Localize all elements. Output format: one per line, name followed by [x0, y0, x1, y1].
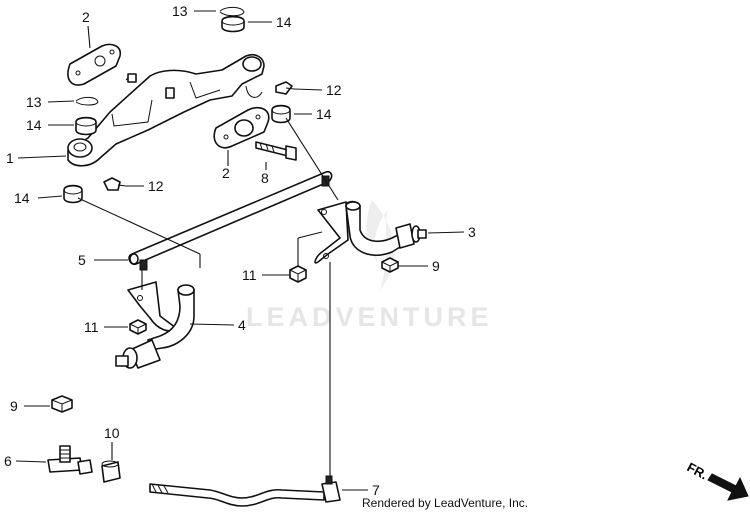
callout-5: 5 [78, 252, 86, 268]
part-9-right-nut[interactable] [381, 257, 399, 273]
part-13-top-clip[interactable] [219, 6, 245, 17]
render-credit: Rendered by LeadVenture, Inc. [362, 496, 529, 510]
callout-12-upper: 12 [326, 82, 342, 98]
front-arrow-icon [707, 473, 749, 501]
part-14-lower-bushing[interactable] [63, 184, 83, 204]
callout-12-lower: 12 [148, 178, 164, 194]
callout-14-right: 14 [316, 106, 332, 122]
callout-11-left: 11 [84, 319, 99, 335]
callout-14-lower: 14 [14, 190, 30, 206]
callout-13-top: 13 [172, 3, 188, 19]
front-direction-indicator: FR. [685, 459, 749, 501]
part-6-joint[interactable] [47, 445, 93, 475]
part-10-collar[interactable] [101, 460, 121, 483]
callout-3: 3 [468, 224, 476, 240]
part-3-right-elbow-arm[interactable] [314, 200, 427, 264]
watermark-logo: LEADVENTURE [246, 200, 493, 332]
part-7-shift-rod[interactable] [149, 475, 341, 507]
part-2-top-plate[interactable] [67, 43, 122, 86]
part-12-upper-bolt[interactable] [275, 81, 295, 95]
callout-14-top: 14 [276, 14, 292, 30]
callout-13-left: 13 [26, 94, 42, 110]
part-13-left-clip[interactable] [75, 96, 99, 106]
part-14-right-bushing[interactable] [271, 104, 291, 124]
part-4-left-elbow-arm[interactable] [115, 281, 195, 369]
part-9-lower-nut[interactable] [51, 395, 73, 413]
part-1-shift-bracket[interactable] [67, 53, 265, 167]
callout-8: 8 [261, 170, 269, 186]
front-direction-label: FR. [685, 459, 711, 482]
watermark-text: LEADVENTURE [246, 302, 493, 332]
part-14-left-bushing[interactable] [75, 116, 97, 136]
callout-14-left: 14 [26, 117, 42, 133]
part-14-top-bushing[interactable] [221, 15, 245, 33]
callout-4: 4 [238, 317, 246, 333]
callout-labels: 2 13 14 12 14 13 14 1 12 14 2 8 3 5 9 11… [4, 3, 476, 498]
callout-7: 7 [372, 482, 380, 498]
callout-11-right: 11 [242, 267, 257, 283]
callout-9-lower: 9 [10, 398, 18, 414]
callout-6: 6 [4, 453, 12, 469]
assembly-lines [77, 117, 339, 478]
part-8-bolt[interactable] [255, 141, 297, 161]
callout-2-middle: 2 [222, 165, 230, 181]
callout-1: 1 [6, 150, 14, 166]
callout-10: 10 [104, 425, 120, 441]
part-11-left-nut[interactable] [129, 319, 147, 335]
part-2-middle-plate[interactable] [213, 106, 270, 149]
callout-9-right: 9 [432, 258, 440, 274]
part-11-right-nut[interactable] [289, 265, 307, 283]
callout-leaders [15, 10, 465, 491]
part-12-lower-bolt[interactable] [103, 177, 127, 191]
callout-2-top: 2 [82, 9, 90, 25]
